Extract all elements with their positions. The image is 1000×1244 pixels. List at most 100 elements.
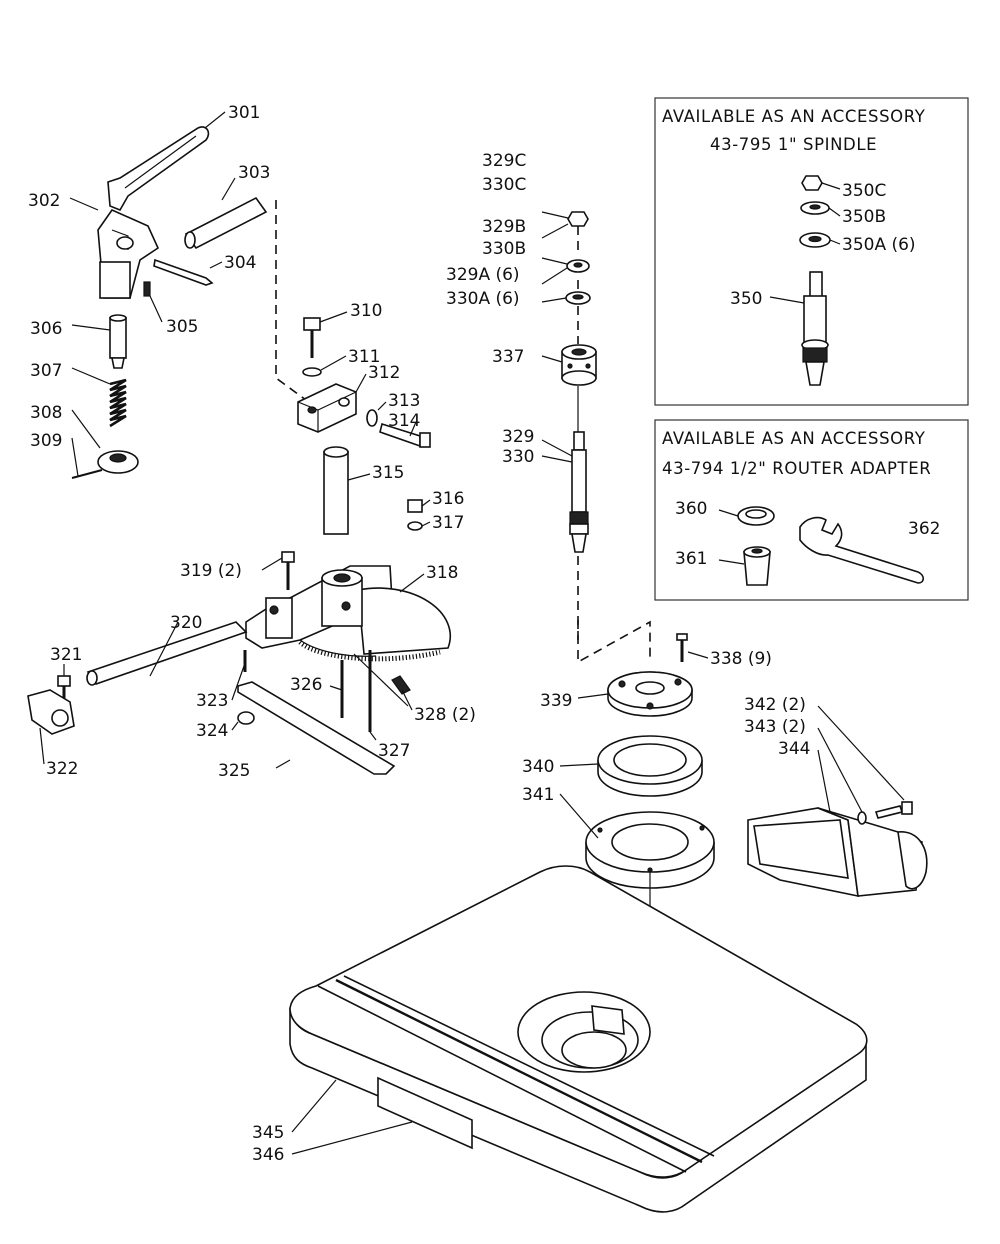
spindle-box-line1: AVAILABLE AS AN ACCESSORY <box>662 107 926 126</box>
part-313-washer <box>366 409 378 427</box>
label-338: 338 (9) <box>710 649 772 669</box>
label-325: 325 <box>218 761 250 781</box>
label-318: 318 <box>426 563 458 583</box>
label-329a: 329A (6) <box>446 265 520 285</box>
part-316-knob <box>407 499 423 513</box>
label-340: 340 <box>522 757 554 777</box>
label-309: 309 <box>30 431 62 451</box>
label-329b: 329B <box>482 217 526 237</box>
label-302: 302 <box>28 191 60 211</box>
label-320: 320 <box>170 613 202 633</box>
label-362: 362 <box>908 519 940 539</box>
spindle-box-line2: 43-795 1" SPINDLE <box>710 135 877 154</box>
label-329: 329 <box>502 427 534 447</box>
part-339-plate <box>607 671 693 717</box>
part-340-ring <box>597 735 703 797</box>
part-301-handle <box>107 126 210 212</box>
label-316: 316 <box>432 489 464 509</box>
part-310-bolt <box>303 317 321 331</box>
label-346: 346 <box>252 1145 284 1165</box>
label-345: 345 <box>252 1123 284 1143</box>
label-339: 339 <box>540 691 572 711</box>
label-328: 328 (2) <box>414 705 476 725</box>
label-323: 323 <box>196 691 228 711</box>
dust-chute-assembly: 342 (2) 343 (2) 344 <box>744 695 928 898</box>
label-330: 330 <box>502 447 534 467</box>
part-343-washer <box>857 811 867 825</box>
part-344-dust-chute <box>747 807 928 898</box>
label-350a: 350A (6) <box>842 235 916 255</box>
part-317-washer <box>407 521 423 531</box>
label-308: 308 <box>30 403 62 423</box>
part-325-bar <box>237 681 396 775</box>
label-326: 326 <box>290 675 322 695</box>
part-304-pin <box>153 258 214 286</box>
part-312-bracket <box>297 383 357 433</box>
label-306: 306 <box>30 319 62 339</box>
part-306-plunger <box>109 314 127 369</box>
label-361: 361 <box>675 549 707 569</box>
part-362-wrench <box>799 516 925 584</box>
miter-gauge-assembly: 319 (2) 318 320 321 322 323 324 325 326 … <box>27 551 476 781</box>
part-321-screw <box>57 675 71 687</box>
router-accessory-box: AVAILABLE AS AN ACCESSORY 43-794 1/2" RO… <box>654 419 969 601</box>
table-inserts: 338 (9) 339 340 341 <box>522 633 772 1016</box>
hold-down-assembly: 301 302 303 304 305 306 307 308 309 <box>28 103 270 479</box>
label-329c: 329C <box>482 151 526 171</box>
part-307-spring <box>109 378 127 428</box>
part-328-screw <box>391 675 411 695</box>
label-313: 313 <box>388 391 420 411</box>
part-315-post <box>323 451 349 535</box>
label-330b: 330B <box>482 239 526 259</box>
part-337-collar <box>561 344 597 386</box>
label-343: 343 (2) <box>744 717 806 737</box>
part-322-stop <box>27 689 75 735</box>
label-319: 319 (2) <box>180 561 242 581</box>
label-307: 307 <box>30 361 62 381</box>
part-350c-nut <box>801 175 823 191</box>
router-box-line2: 43-794 1/2" ROUTER ADAPTER <box>662 459 931 478</box>
label-344: 344 <box>778 739 810 759</box>
label-360: 360 <box>675 499 707 519</box>
label-321: 321 <box>50 645 82 665</box>
part-305-screw <box>143 281 151 297</box>
bracket-assembly: 310 311 312 313 314 315 316 317 <box>297 301 464 535</box>
label-305: 305 <box>166 317 198 337</box>
label-337: 337 <box>492 347 524 367</box>
part-311-washer <box>302 367 322 377</box>
spindle-accessory-box: AVAILABLE AS AN ACCESSORY 43-795 1" SPIN… <box>654 97 969 406</box>
part-324-nut <box>237 711 255 725</box>
part-303-rod <box>184 196 268 250</box>
part-329-spindle <box>569 431 589 553</box>
label-312: 312 <box>368 363 400 383</box>
label-315: 315 <box>372 463 404 483</box>
part-329c-nut <box>567 211 589 227</box>
label-322: 322 <box>46 759 78 779</box>
label-310: 310 <box>350 301 382 321</box>
part-309-pin <box>71 469 103 479</box>
part-319-screw <box>281 551 295 563</box>
label-311: 311 <box>348 347 380 367</box>
router-box-line1: AVAILABLE AS AN ACCESSORY <box>662 429 926 448</box>
label-324: 324 <box>196 721 228 741</box>
label-330c: 330C <box>482 175 526 195</box>
label-303: 303 <box>238 163 270 183</box>
part-341-ring <box>585 811 715 889</box>
part-342-screw <box>874 805 904 819</box>
label-304: 304 <box>224 253 256 273</box>
part-345-table: 345 346 <box>252 865 868 1213</box>
label-341: 341 <box>522 785 554 805</box>
label-342: 342 (2) <box>744 695 806 715</box>
part-350-spindle <box>801 271 829 386</box>
label-350: 350 <box>730 289 762 309</box>
label-350b: 350B <box>842 207 886 227</box>
part-346-label-plate <box>377 1076 473 1150</box>
alignment-line-spindle <box>577 620 651 664</box>
label-317: 317 <box>432 513 464 533</box>
label-301: 301 <box>228 103 260 123</box>
label-327: 327 <box>378 741 410 761</box>
label-330a: 330A (6) <box>446 289 520 309</box>
label-350c: 350C <box>842 181 886 201</box>
alignment-line-holddown <box>275 200 307 401</box>
